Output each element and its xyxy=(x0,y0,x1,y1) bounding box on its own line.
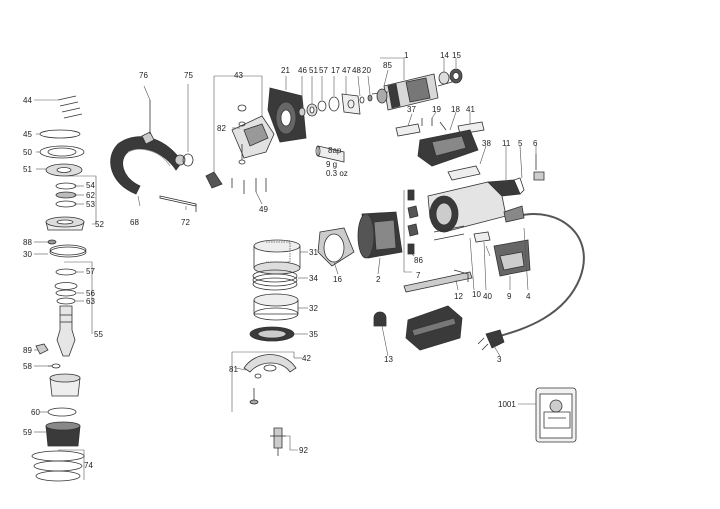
part-label-68: 68 xyxy=(130,218,139,227)
part-label-30: 30 xyxy=(23,250,32,259)
part-label-47: 47 xyxy=(342,66,351,75)
part-label-82: 82 xyxy=(217,124,226,133)
part-label-5: 5 xyxy=(518,139,523,148)
part-label-32: 32 xyxy=(309,304,318,313)
part-label-12: 12 xyxy=(454,292,463,301)
part-label-92: 92 xyxy=(299,446,308,455)
part-label-40: 40 xyxy=(483,292,492,301)
part-label-3: 3 xyxy=(497,355,502,364)
part-label-37: 37 xyxy=(407,105,416,114)
part-label-34: 34 xyxy=(309,274,318,283)
part-label-51: 51 xyxy=(23,165,32,174)
part-label-60: 60 xyxy=(31,408,40,417)
part-label-44: 44 xyxy=(23,96,32,105)
part-label-7: 7 xyxy=(416,271,421,280)
part-label-62: 62 xyxy=(86,191,95,200)
part-label-48: 48 xyxy=(352,66,361,75)
part-label-72: 72 xyxy=(181,218,190,227)
part-label-45: 45 xyxy=(23,130,32,139)
part-label-85: 85 xyxy=(383,61,392,70)
part-label-54: 54 xyxy=(86,181,95,190)
part-label-51-upper: 51 xyxy=(309,66,318,75)
part-label-16: 16 xyxy=(333,275,342,284)
part-label-52: 52 xyxy=(95,220,104,229)
screws-44 xyxy=(57,95,83,119)
part-label-81: 81 xyxy=(229,365,238,374)
part-label-63: 63 xyxy=(86,297,95,306)
part-label-9: 9 xyxy=(507,292,512,301)
part-label-38: 38 xyxy=(482,139,491,148)
part-label-20: 20 xyxy=(362,66,371,75)
part-label-41: 41 xyxy=(466,105,475,114)
part-label-53: 53 xyxy=(86,200,95,209)
part-label-1001: 1001 xyxy=(498,400,516,409)
part-label-35: 35 xyxy=(309,330,318,339)
part-label-59: 59 xyxy=(23,428,32,437)
part-label-58: 58 xyxy=(23,362,32,371)
grease-weight-oz: 0.3 oz xyxy=(326,169,348,178)
part-label-2: 2 xyxy=(376,275,381,284)
part-label-74: 74 xyxy=(84,461,93,470)
part-label-17: 17 xyxy=(331,66,340,75)
part-label-50: 50 xyxy=(23,148,32,157)
part-label-57: 57 xyxy=(86,267,95,276)
part-label-75: 75 xyxy=(184,71,193,80)
part-label-15: 15 xyxy=(452,51,461,60)
part-label-6: 6 xyxy=(533,139,538,148)
part-label-13: 13 xyxy=(384,355,393,364)
part-label-21: 21 xyxy=(281,66,290,75)
part-label-46: 46 xyxy=(298,66,307,75)
part-label-1: 1 xyxy=(404,51,409,60)
part-label-49: 49 xyxy=(259,205,268,214)
part-label-89: 89 xyxy=(23,346,32,355)
oring-45 xyxy=(39,129,81,139)
part-label-18: 18 xyxy=(451,105,460,114)
part-label-43: 43 xyxy=(234,71,243,80)
part-label-4: 4 xyxy=(526,292,531,301)
part-label-57-upper: 57 xyxy=(319,66,328,75)
part-label-19: 19 xyxy=(432,105,441,114)
part-label-14: 14 xyxy=(440,51,449,60)
part-label-11: 11 xyxy=(502,139,511,148)
part-label-56: 56 xyxy=(86,289,95,298)
part-label-42: 42 xyxy=(302,354,311,363)
grease-label: 8ap xyxy=(328,146,342,155)
part-label-88: 88 xyxy=(23,238,32,247)
part-label-76: 76 xyxy=(139,71,148,80)
part-label-86: 86 xyxy=(414,256,423,265)
part-label-31: 31 xyxy=(309,248,318,257)
grease-weight: 9 g xyxy=(326,160,338,169)
part-label-10: 10 xyxy=(472,290,481,299)
part-label-55: 55 xyxy=(94,330,103,339)
